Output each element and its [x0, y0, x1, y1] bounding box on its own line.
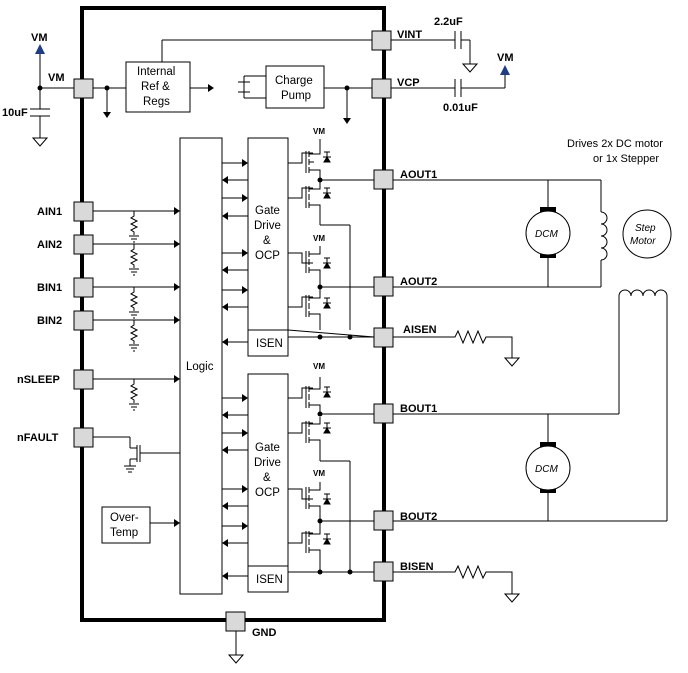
pin-bin2-label: BIN2: [37, 315, 62, 327]
input-lines: [93, 207, 180, 383]
pin-bisen: [373, 561, 394, 582]
pin-aout1: [373, 169, 394, 190]
isen-a-label: ISEN: [256, 338, 283, 350]
gd-b-line3: &: [263, 472, 271, 484]
nfault-open-drain: [93, 436, 180, 473]
ground-icon: [227, 654, 245, 664]
bisen-resistor: [393, 564, 513, 594]
gate-drive-ocp-a: [247, 137, 289, 357]
pin-gnd: [225, 611, 246, 632]
step-motor-line2: Motor: [630, 236, 656, 247]
mosfet-vm-label-b2: VM: [313, 469, 325, 478]
h-bridge-a-fets: [288, 139, 331, 322]
logic-label: Logic: [186, 361, 214, 373]
pin-bisen-label: BISEN: [400, 561, 434, 573]
pin-vm: [73, 78, 94, 99]
charge-pump-block: [265, 65, 325, 109]
logic-block: [179, 137, 223, 595]
pin-vcp: [371, 78, 392, 99]
gd-b-line2: Drive: [254, 457, 281, 469]
mosfet-vm-label-b1: VM: [313, 362, 325, 371]
dc-motor-a-icon: [525, 210, 571, 256]
drives-note-line2: or 1x Stepper: [593, 153, 659, 165]
step-motor-icon: [622, 209, 672, 259]
dc-motor-b-icon: [525, 445, 571, 491]
ot-line2: Temp: [110, 527, 138, 539]
aisen-resistor: [393, 329, 513, 358]
pin-bin1-label: BIN1: [37, 282, 62, 294]
step-motor-line1: Step: [635, 223, 656, 234]
gd-a-line4: OCP: [255, 250, 280, 262]
ground-icon: [503, 593, 521, 603]
pin-ain2: [73, 234, 94, 255]
cap-vint-label: 2.2uF: [434, 16, 463, 28]
pin-bout2-label: BOUT2: [400, 511, 437, 523]
ground-icon: [31, 137, 49, 147]
vm-arrow-icon: [35, 44, 45, 54]
pin-aisen-label: AISEN: [403, 324, 437, 336]
isen-b-label: ISEN: [256, 574, 283, 586]
pin-ain2-label: AIN2: [37, 239, 62, 251]
cap-vm-label: 10uF: [2, 107, 28, 119]
pulldown-resistors: [129, 211, 139, 411]
gd-a-line2: Drive: [254, 220, 281, 232]
pin-ain1-label: AIN1: [37, 206, 62, 218]
drives-note-line1: Drives 2x DC motor: [567, 138, 663, 150]
h-bridge-b-fets: [288, 377, 331, 558]
pin-nsleep-label: nSLEEP: [17, 374, 60, 386]
cp-line1: Charge: [275, 75, 313, 87]
pin-vint-label: VINT: [397, 29, 422, 41]
pin-vm-label: VM: [48, 72, 65, 84]
gate-drive-ocp-b: [247, 373, 289, 593]
pin-bout1: [373, 403, 394, 424]
pin-bin1: [73, 277, 94, 298]
vm-arrow-icon: [500, 65, 510, 75]
ref-line3: Regs: [143, 96, 170, 108]
dcm-a-label: DCM: [535, 229, 558, 240]
gd-a-line1: Gate: [255, 205, 280, 217]
pin-vcp-label: VCP: [397, 77, 420, 89]
pin-aout1-label: AOUT1: [400, 169, 437, 181]
vm-supply-label-left: VM: [31, 32, 48, 44]
pin-nsleep: [73, 369, 94, 390]
cp-line2: Pump: [281, 90, 311, 102]
over-temp-block: [101, 506, 151, 544]
pin-aout2-label: AOUT2: [400, 276, 437, 288]
mosfet-vm-label-a1: VM: [313, 127, 325, 136]
mosfet-vm-label-a2: VM: [313, 234, 325, 243]
pin-aisen: [373, 327, 394, 348]
pin-bout1-label: BOUT1: [400, 403, 437, 415]
gd-b-line1: Gate: [255, 442, 280, 454]
dcm-b-label: DCM: [535, 464, 558, 475]
ground-icon: [461, 63, 479, 73]
stepper-coil-a-icon: [600, 211, 608, 261]
logic-gate-drive-arrows: [222, 159, 248, 580]
pin-bin2: [73, 310, 94, 331]
pin-nfault-label: nFAULT: [17, 432, 59, 444]
internal-ref-regs-block: [125, 61, 191, 113]
ot-line1: Over-: [110, 512, 139, 524]
pin-vint: [371, 30, 392, 51]
pin-aout2: [373, 276, 394, 297]
pin-bout2: [373, 510, 394, 531]
gd-a-line3: &: [263, 235, 271, 247]
cap-vcp-label: 0.01uF: [443, 102, 478, 114]
vm-supply-label-right: VM: [497, 52, 514, 64]
ground-icon: [503, 357, 521, 367]
pin-nfault: [73, 427, 94, 448]
ref-line2: Ref &: [141, 81, 170, 93]
gd-b-line4: OCP: [255, 487, 280, 499]
pin-ain1: [73, 201, 94, 222]
pin-gnd-label: GND: [252, 627, 277, 639]
ref-line1: Internal: [137, 66, 175, 78]
vm-supply-input: VM 10uF: [2, 32, 74, 147]
stepper-coil-b-icon: [618, 289, 668, 297]
